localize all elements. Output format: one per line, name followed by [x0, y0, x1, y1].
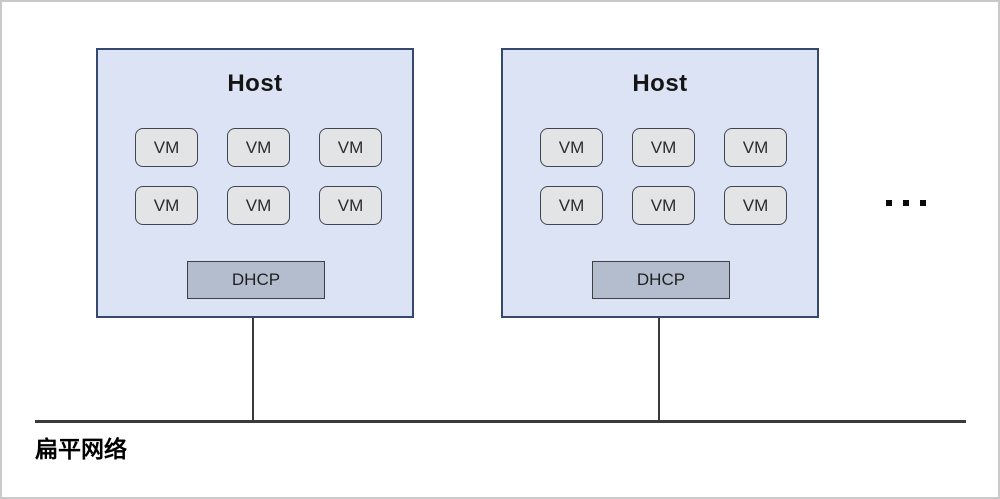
vm-box: VM — [724, 128, 787, 167]
vm-box: VM — [227, 128, 290, 167]
vm-box: VM — [227, 186, 290, 225]
host2-network-connector-line — [658, 318, 660, 421]
host-title: Host — [227, 70, 283, 97]
network-label: 扁平网络 — [35, 436, 127, 462]
host-box-2: Host VM VM VM VM VM VM DHCP — [501, 48, 819, 318]
flat-network-bus-line — [35, 420, 966, 423]
ellipsis-icon — [886, 200, 926, 206]
ellipsis-dot — [903, 200, 909, 206]
host1-network-connector-line — [252, 318, 254, 421]
vm-box: VM — [540, 128, 603, 167]
vm-box: VM — [540, 186, 603, 225]
vm-box: VM — [724, 186, 787, 225]
vm-box: VM — [135, 186, 198, 225]
ellipsis-dot — [886, 200, 892, 206]
host-title: Host — [632, 70, 688, 97]
vm-box: VM — [632, 186, 695, 225]
vm-box: VM — [632, 128, 695, 167]
dhcp-box: DHCP — [592, 261, 730, 299]
host-box-1: Host VM VM VM VM VM VM DHCP — [96, 48, 414, 318]
vm-box: VM — [319, 128, 382, 167]
dhcp-box: DHCP — [187, 261, 325, 299]
vm-box: VM — [319, 186, 382, 225]
ellipsis-dot — [920, 200, 926, 206]
vm-box: VM — [135, 128, 198, 167]
